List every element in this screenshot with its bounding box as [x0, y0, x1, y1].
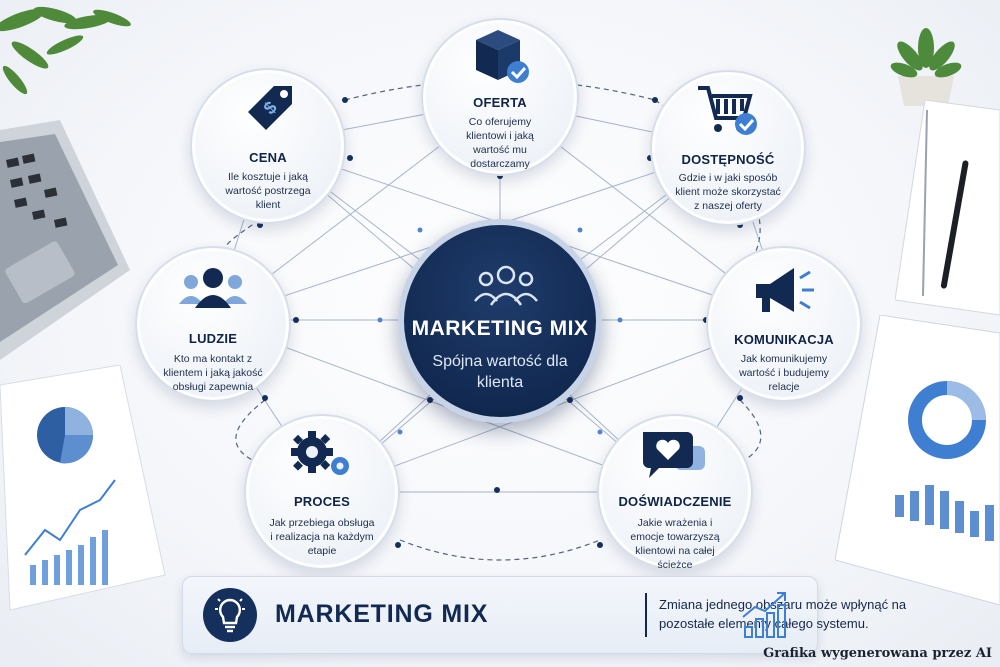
node-cena-title: CENA [249, 150, 287, 165]
center-hub: MARKETING MIX Spójna wartość dla klienta [398, 219, 602, 423]
node-cena-desc: Ile kosztuje i jaką wartość postrzega kl… [225, 171, 311, 211]
plant-left-decoration [0, 6, 131, 95]
price-tag-icon: $ [248, 86, 292, 130]
heart-chat-icon [643, 432, 705, 478]
banner-title: MARKETING MIX [275, 600, 489, 628]
ai-caption: Grafika wygenerowana przez AI [763, 646, 992, 661]
cart-check-icon [698, 86, 757, 135]
box-check-icon [476, 30, 529, 83]
node-proces: PROCES Jak przebiega obsługa i realizacj… [244, 414, 400, 570]
lightbulb-icon [215, 598, 245, 633]
node-oferta-title: OFERTA [473, 95, 527, 110]
node-ludzie: LUDZIE Kto ma kontakt z klientem i jaką … [135, 246, 291, 402]
node-oferta-desc: Co oferujemy klientowi i jaką wartość mu… [466, 116, 534, 170]
laptop-decoration [0, 120, 130, 360]
node-dostepnosc: DOSTĘPNOŚĆ Gdzie i w jaki sposób klient … [650, 70, 806, 226]
node-doswiadczenie-desc: Jakie wrażenia i emocje towarzyszą klien… [630, 517, 720, 571]
gears-icon [291, 431, 349, 475]
lightbulb-badge [203, 588, 257, 642]
node-ludzie-desc: Kto ma kontakt z klientem i jaką jakość … [163, 353, 263, 393]
center-title: MARKETING MIX [411, 317, 589, 340]
node-oferta: OFERTA Co oferujemy klientowi i jaką war… [421, 18, 579, 176]
notebook-pen-decoration [895, 100, 1000, 316]
node-proces-title: PROCES [293, 494, 351, 509]
node-dostepnosc-title: DOSTĘPNOŚĆ [681, 152, 775, 167]
people-icon [179, 268, 247, 308]
megaphone-icon [756, 268, 814, 312]
plant-right-decoration [890, 28, 962, 106]
node-doswiadczenie-title: DOŚWIADCZENIE [618, 494, 732, 509]
bottom-banner: MARKETING MIX Zmiana jednego obszaru moż… [182, 576, 906, 654]
node-komunikacja: KOMUNIKACJA Jak komunikujemy wartość i b… [706, 246, 862, 402]
center-subtitle: Spójna wartość dla klienta [432, 353, 568, 391]
node-doswiadczenie: DOŚWIADCZENIE Jakie wrażenia i emocje to… [597, 414, 753, 571]
growth-chart-icon [742, 592, 786, 638]
team-icon [474, 265, 538, 306]
node-komunikacja-desc: Jak komunikujemy wartość i budujemy rela… [739, 353, 829, 393]
report-left-decoration [0, 365, 166, 611]
node-ludzie-title: LUDZIE [188, 331, 238, 346]
node-cena: $ CENA Ile kosztuje i jaką wartość postr… [190, 68, 346, 224]
report-right-decoration [835, 315, 1000, 605]
node-komunikacja-title: KOMUNIKACJA [734, 332, 834, 347]
node-proces-desc: Jak przebiega obsługa i realizacja na ka… [269, 517, 375, 557]
node-dostepnosc-desc: Gdzie i w jaki sposób klient może skorzy… [675, 172, 781, 212]
banner-divider [645, 593, 647, 637]
